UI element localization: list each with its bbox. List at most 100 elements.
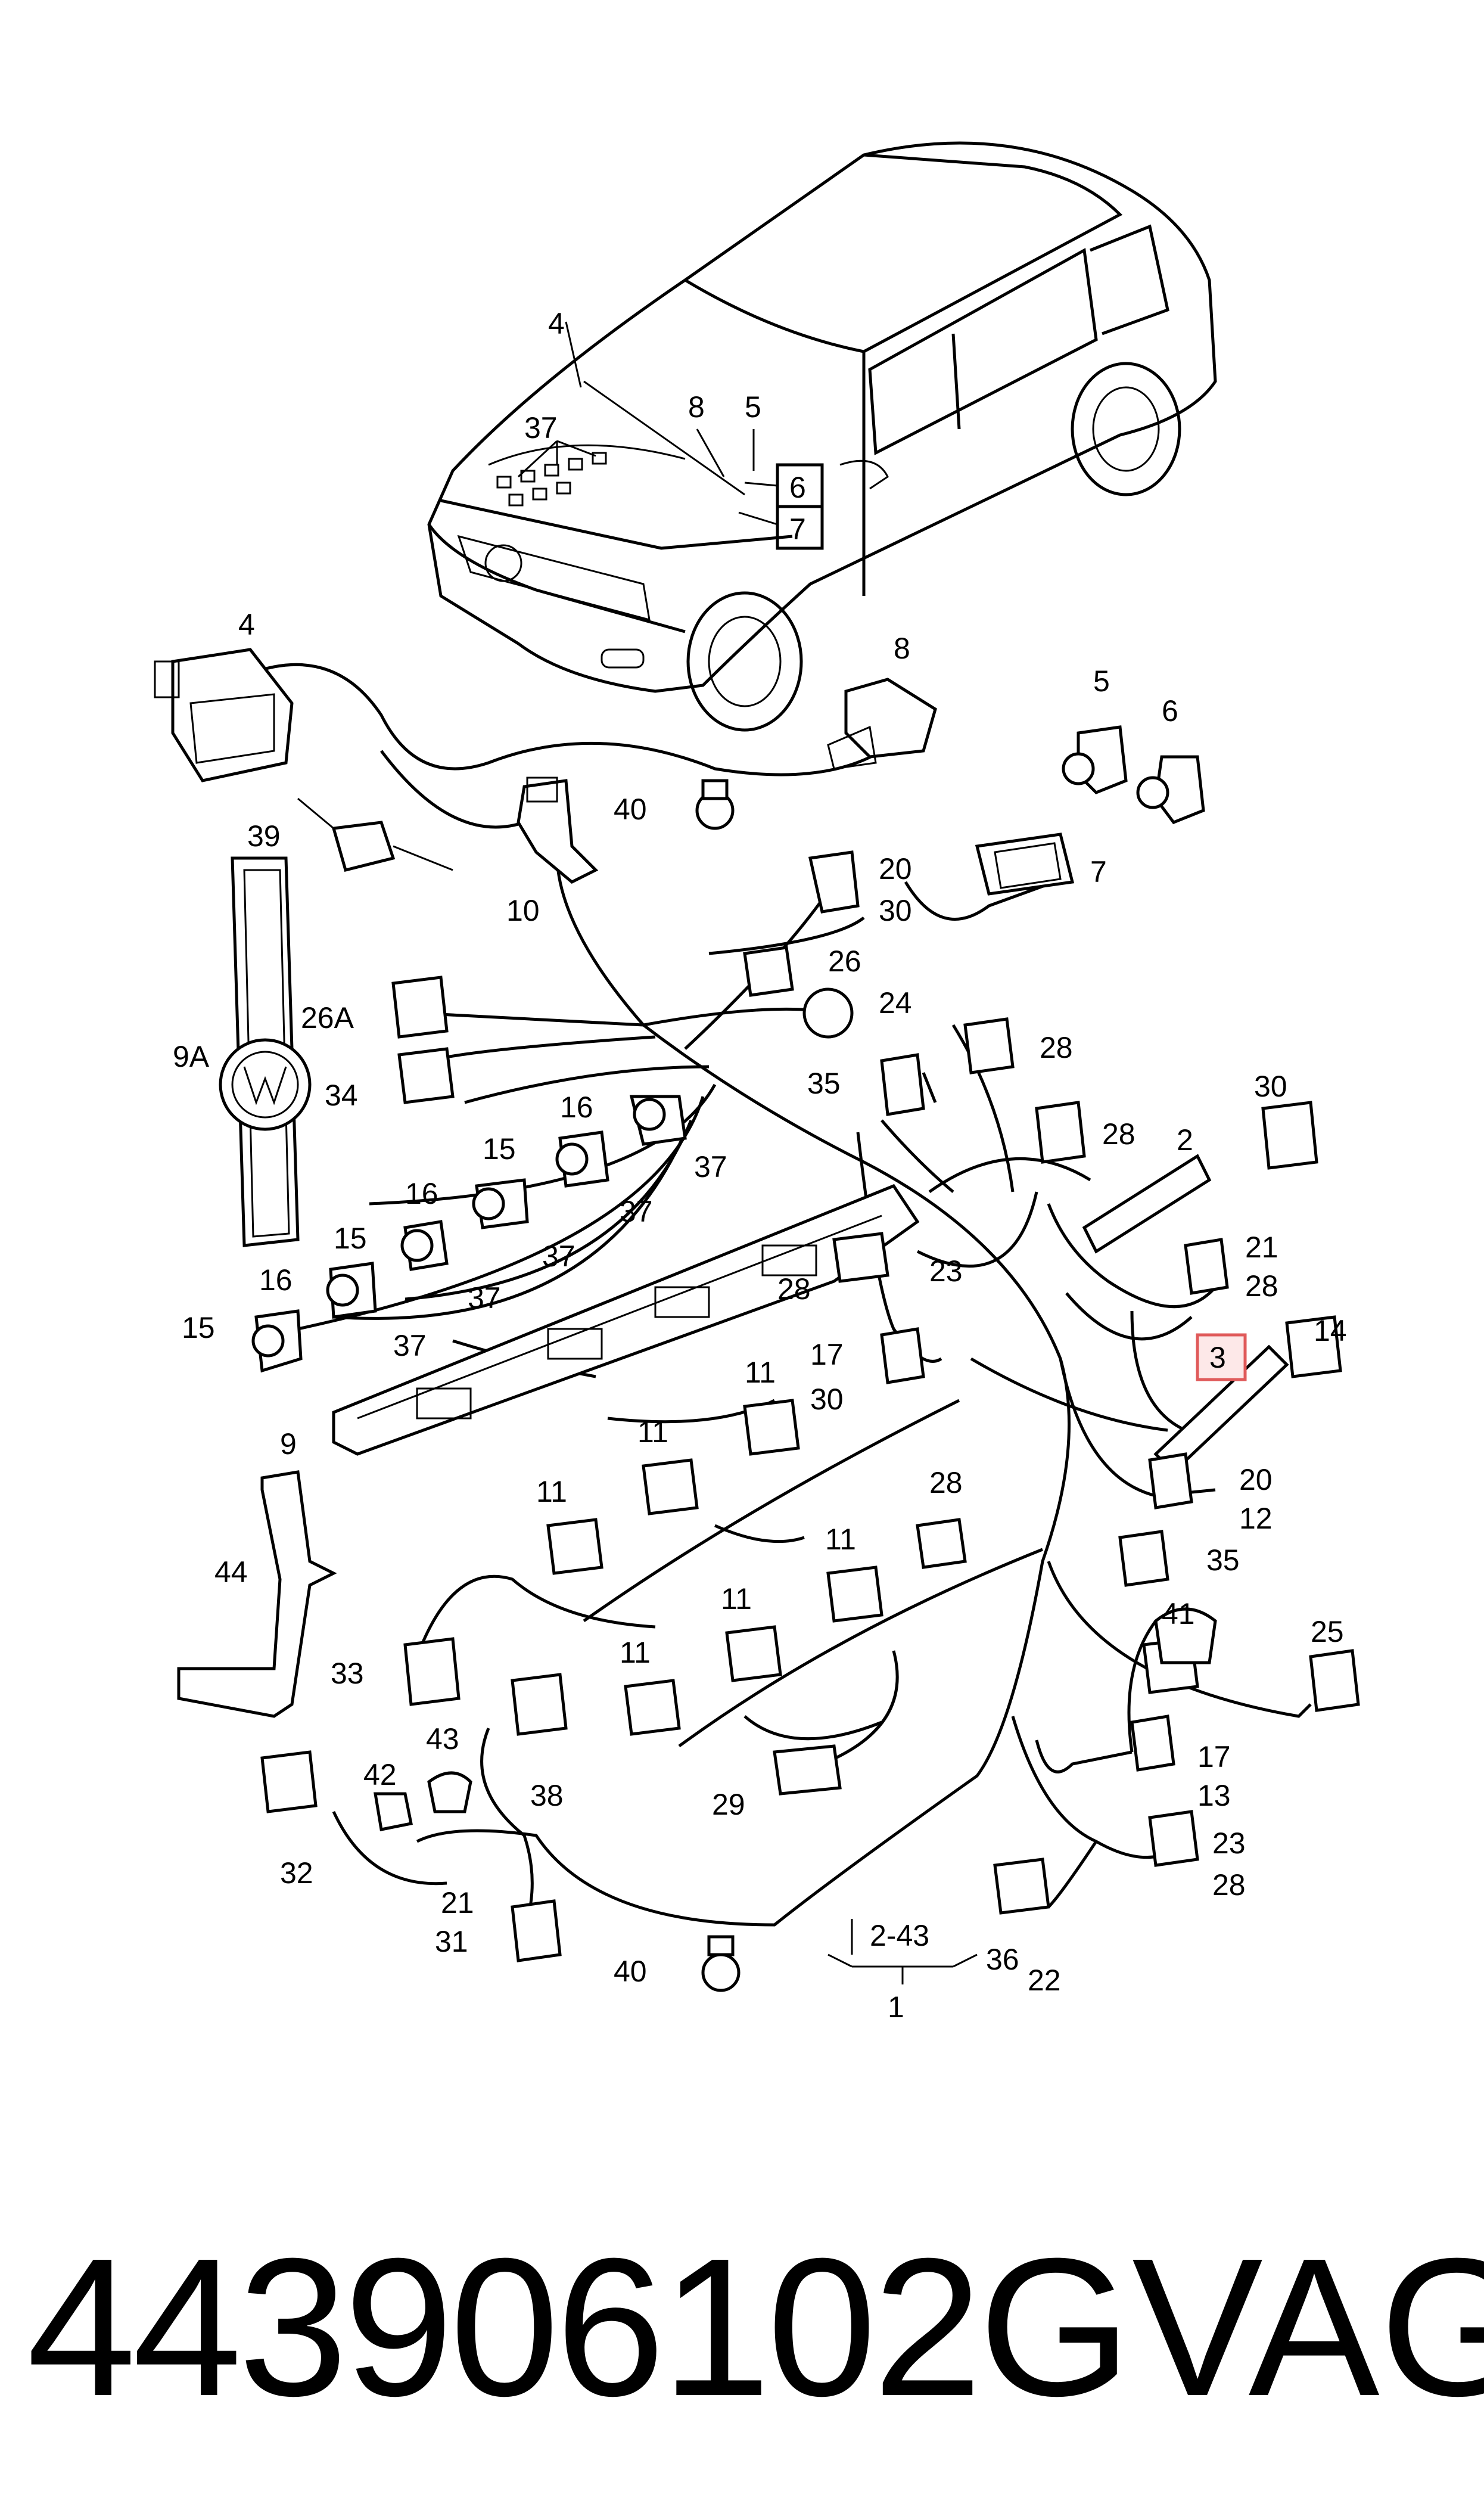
part-number: 443906102G [27, 2217, 1131, 2437]
callout-5-vehicle: 5 [745, 390, 761, 424]
callout-7: 7 [1090, 855, 1107, 889]
callout-11-a: 11 [745, 1356, 776, 1389]
callout-32: 32 [280, 1856, 313, 1890]
callout-28-e: 28 [929, 1466, 963, 1499]
connector-6 [1136, 755, 1205, 825]
callout-7-vehicle: 7 [789, 513, 806, 546]
connectors-upper [391, 850, 1342, 1384]
grommet-8 [827, 678, 937, 770]
callout-15-c: 15 [182, 1311, 215, 1344]
callout-11-c: 11 [536, 1475, 567, 1508]
callout-28-f: 28 [1212, 1868, 1246, 1902]
callout-3: 3 [1209, 1341, 1226, 1374]
callout-14: 14 [1314, 1314, 1347, 1347]
highlight-box-3 [1196, 1333, 1247, 1381]
callout-28-c: 28 [777, 1272, 811, 1306]
callout-20-lower: 20 [1239, 1463, 1273, 1496]
callout-39: 39 [247, 819, 281, 853]
parking-sensor-group [251, 1095, 687, 1373]
callout-23-lower: 23 [1212, 1827, 1246, 1860]
harness-segment-3 [1082, 1154, 1289, 1474]
callout-15-b: 15 [334, 1222, 367, 1255]
callout-35-lower: 35 [1206, 1543, 1240, 1577]
connectors-lower-right [993, 1452, 1360, 1915]
callout-41: 41 [1162, 1597, 1195, 1630]
control-unit-4 [154, 648, 294, 782]
callout-44: 44 [214, 1555, 248, 1589]
engine-sensor-dots [496, 452, 607, 507]
sensor-rail-9 [332, 1184, 920, 1456]
callout-16-c: 16 [259, 1263, 293, 1297]
callout-11-e: 11 [721, 1582, 752, 1616]
callout-5: 5 [1093, 664, 1110, 698]
callout-33: 33 [331, 1657, 364, 1690]
callout-37-c: 37 [542, 1240, 575, 1273]
mount-10 [517, 776, 599, 884]
bracket-44 [177, 1470, 337, 1718]
callout-23-upper: 23 [929, 1254, 963, 1288]
components-lower-left [260, 1637, 741, 1992]
callout-15-a: 15 [483, 1132, 516, 1166]
clip-40-top [695, 779, 735, 830]
callout-11-b: 11 [637, 1415, 668, 1449]
callout-17-upper: 17 [810, 1338, 844, 1371]
callout-35-upper: 35 [807, 1067, 841, 1100]
callout-37-vehicle: 37 [524, 411, 558, 445]
callout-30-lower: 30 [810, 1383, 844, 1416]
callout-20-upper: 20 [879, 852, 912, 886]
callout-9a: 9A [173, 1040, 210, 1073]
sensor-39 [297, 797, 453, 872]
callout-43: 43 [426, 1722, 459, 1756]
callout-6-vehicle: 6 [789, 471, 806, 504]
callout-29: 29 [712, 1788, 745, 1821]
callout-16-a: 16 [560, 1091, 593, 1124]
callout-42: 42 [363, 1758, 397, 1791]
callout-21-lower: 21 [441, 1886, 474, 1919]
emblem-9a [219, 856, 312, 1247]
connectors-11 [546, 1399, 967, 1796]
callout-40-top: 40 [614, 793, 647, 826]
callout-6: 6 [1162, 694, 1178, 728]
callout-2-43: 2-43 [870, 1919, 929, 1952]
callout-11-f: 11 [620, 1636, 651, 1669]
callout-4-vehicle: 4 [548, 307, 565, 340]
callout-26: 26 [828, 945, 861, 978]
callout-10: 10 [506, 894, 540, 927]
callout-34: 34 [325, 1079, 358, 1112]
brand-name: VAG [1132, 2217, 1484, 2437]
callout-11-d: 11 [825, 1523, 856, 1556]
part-footer: 443906102G VAG [0, 2205, 1484, 2479]
callout-12: 12 [1239, 1502, 1273, 1535]
callout-9: 9 [280, 1427, 297, 1461]
callout-17-lower: 17 [1197, 1740, 1231, 1773]
callout-1: 1 [888, 1990, 904, 2024]
callout-4: 4 [238, 608, 255, 641]
callout-28-b: 28 [1102, 1117, 1135, 1151]
range-bracket [827, 1919, 978, 1984]
callout-30-upper: 30 [879, 894, 912, 927]
callout-labels: 4 8 5 37 6 7 4 8 5 6 7 40 39 10 20 30 26… [173, 307, 1347, 2024]
callout-21-upper: 21 [1245, 1231, 1278, 1264]
connector-7 [975, 833, 1075, 896]
callout-37-b: 37 [620, 1195, 653, 1228]
callout-24: 24 [879, 986, 912, 1020]
callout-30-right: 30 [1254, 1070, 1287, 1103]
callout-26a: 26A [301, 1001, 354, 1035]
connector-5 [1062, 725, 1128, 794]
callout-28-d: 28 [1245, 1269, 1278, 1303]
callout-8: 8 [894, 632, 910, 665]
callout-31: 31 [435, 1925, 468, 1958]
callout-37-a: 37 [694, 1150, 727, 1184]
callout-8-vehicle: 8 [688, 390, 705, 424]
harness-components [154, 648, 1360, 1992]
callout-37-e: 37 [393, 1329, 427, 1362]
callout-13: 13 [1197, 1779, 1231, 1812]
vehicle-illustration [427, 141, 1217, 732]
callout-2: 2 [1177, 1123, 1193, 1157]
callout-36: 36 [986, 1943, 1019, 1976]
callout-box-7-vehicle [776, 505, 824, 550]
callout-38: 38 [530, 1779, 564, 1812]
callout-37-d: 37 [468, 1281, 501, 1315]
callout-25: 25 [1311, 1615, 1344, 1648]
wiring-harness-diagram: 4 8 5 37 6 7 4 8 5 6 7 40 39 10 20 30 26… [154, 141, 1360, 2024]
